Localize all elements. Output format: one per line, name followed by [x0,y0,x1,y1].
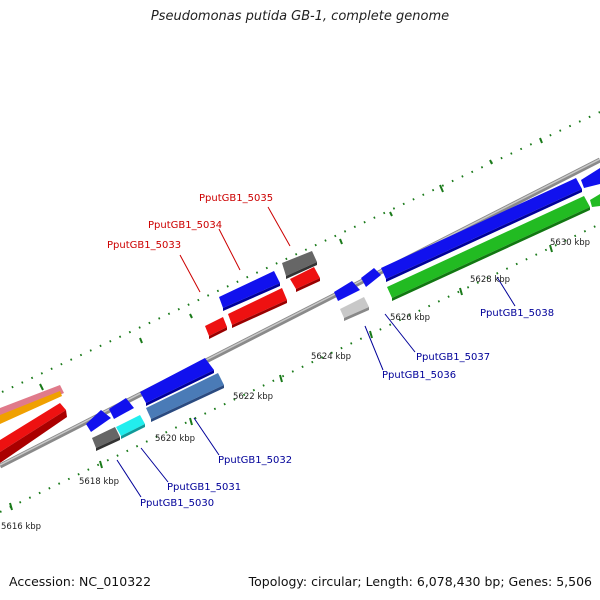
gene-feature-5030 [92,427,120,448]
gene-feature-5036 [340,297,369,318]
gene-feature-5038-blue [381,178,582,279]
gene-feature-5036-blue [334,281,360,301]
outer-dotted-ruler [1,111,600,393]
forward-strand-features [0,251,320,463]
reverse-gene-labels: PputGB1_5030 PputGB1_5031 PputGB1_5032 P… [140,308,554,509]
gene-feature-red-left [0,403,66,452]
gene-label-5038: PputGB1_5038 [480,308,554,319]
gene-feature-5035-grey [282,251,317,276]
genome-summary-text: Topology: circular; Length: 6,078,430 bp… [248,574,592,589]
gene-feature-5034-blue [219,271,280,308]
gene-feature-5037 [361,268,381,287]
forward-gene-labels: PputGB1_5033 PputGB1_5034 PputGB1_5035 [107,193,273,251]
gene-label-5034: PputGB1_5034 [148,220,222,231]
forward-leader-lines [179,206,291,293]
scale-label: 5622 kbp [233,392,273,402]
gene-label-5032: PputGB1_5032 [218,455,292,466]
gene-feature-5030-blue [86,410,111,432]
gene-feature-5038 [387,196,590,298]
gene-label-5037: PputGB1_5037 [416,352,490,363]
accession-text: Accession: NC_010322 [9,574,152,589]
scale-label: 5626 kbp [390,313,430,323]
gene-label-5035: PputGB1_5035 [199,193,273,204]
gene-label-5033: PputGB1_5033 [107,240,181,251]
reverse-leader-lines [116,276,516,498]
scale-labels: 5616 kbp 5618 kbp 5620 kbp 5622 kbp 5624… [1,238,590,532]
gene-label-5030: PputGB1_5030 [140,498,214,509]
scale-label: 5616 kbp [1,522,41,532]
gene-feature-5031-blue [109,398,134,419]
gene-feature-5031 [116,415,145,436]
reverse-strand-features [86,168,600,451]
gene-feature-5032 [146,373,224,419]
gene-feature-5034 [228,288,287,325]
scale-label: 5628 kbp [470,275,510,285]
inner-major-ticks [9,244,553,511]
gene-feature-5033 [205,317,227,336]
gene-feature-5032-blue [140,358,214,403]
scale-label: 5618 kbp [79,477,119,487]
map-title: Pseudomonas putida GB-1, complete genome [150,9,450,24]
scale-label: 5630 kbp [550,238,590,248]
gene-feature-5035 [290,267,320,289]
scale-label: 5620 kbp [155,434,195,444]
gene-label-5031: PputGB1_5031 [167,482,241,493]
scale-label: 5624 kbp [311,352,351,362]
gene-label-5036: PputGB1_5036 [382,370,456,381]
